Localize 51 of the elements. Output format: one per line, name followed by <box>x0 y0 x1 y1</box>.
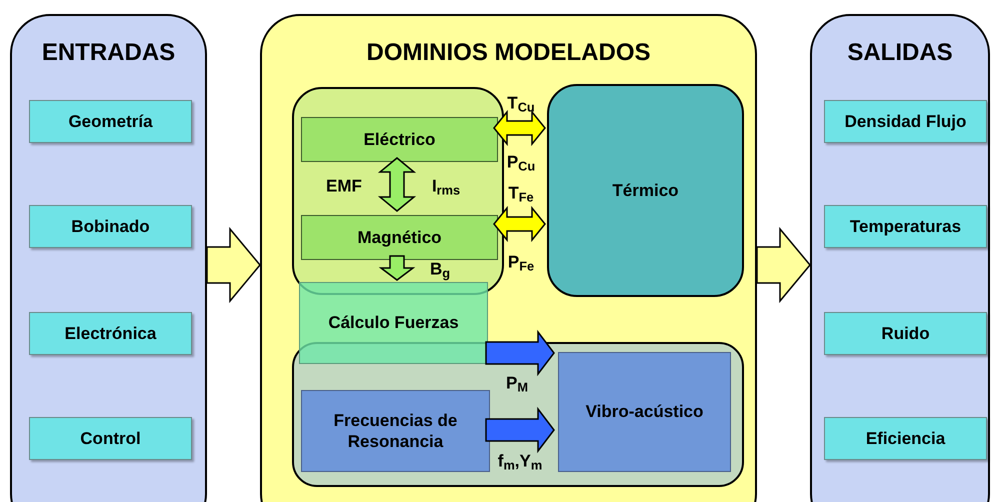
panel-title: SALIDAS <box>846 38 954 68</box>
edge-label: P$_{M}$ <box>506 372 528 396</box>
signal-label: I$_{rms}$ <box>432 175 460 199</box>
domain-box <box>301 117 498 162</box>
block-arrow <box>378 157 416 212</box>
output-box <box>824 100 987 143</box>
box-label: Cálculo Fuerzas <box>328 312 459 334</box>
box-label: Bobinado <box>71 216 150 238</box>
edge-label: T$_{Fe}$ <box>508 182 534 206</box>
domain-box <box>301 215 498 260</box>
box-label: Control <box>80 428 141 450</box>
block-arrow <box>378 255 416 281</box>
edge-label: B$_{g}$ <box>430 258 450 282</box>
panel-title: ENTRADAS <box>40 38 176 68</box>
box-label: Electrónica <box>64 322 156 344</box>
domain-box <box>301 390 490 472</box>
edge-label: EMF <box>326 175 362 198</box>
output-box <box>824 417 987 460</box>
box-label: Eficiencia <box>866 428 946 450</box>
domain-box <box>547 84 744 297</box>
signal-label: P$_{Cu}$ <box>506 151 536 175</box>
block-arrow <box>493 206 546 242</box>
edge-label: T$_{Cu}$ <box>507 92 535 116</box>
input-box <box>29 205 192 248</box>
panel-title: DOMINIOS MODELADOS <box>365 38 652 68</box>
box-label: Eléctrico <box>364 128 436 150</box>
block-arrow <box>493 110 546 146</box>
output-box <box>824 205 987 248</box>
box-label: Geometría <box>68 110 153 132</box>
domain-box <box>558 352 731 472</box>
input-box <box>29 312 192 355</box>
input-box <box>29 100 192 143</box>
box-label: Temperaturas <box>850 216 962 238</box>
box-label: Térmico <box>612 180 679 202</box>
block-arrow <box>206 226 261 304</box>
edge-label: f$_{m}$,Y$_{m}$ <box>498 450 542 474</box>
outputs-panel <box>810 14 990 502</box>
domains-panel <box>260 14 757 502</box>
box-label: Ruido <box>881 322 930 344</box>
box-label: Densidad Flujo <box>844 110 966 132</box>
box-label: Magnético <box>357 226 442 248</box>
input-box <box>29 417 192 460</box>
block-arrow <box>756 226 811 304</box>
box-label: Frecuencias de Resonancia <box>332 410 458 452</box>
domain-box <box>299 282 488 364</box>
block-arrow <box>485 406 555 454</box>
box-label: Vibro-acústico <box>586 401 704 423</box>
block-arrow <box>485 330 555 376</box>
inputs-panel <box>10 14 207 502</box>
signal-label: P$_{Fe}$ <box>508 251 534 275</box>
output-box <box>824 312 987 355</box>
